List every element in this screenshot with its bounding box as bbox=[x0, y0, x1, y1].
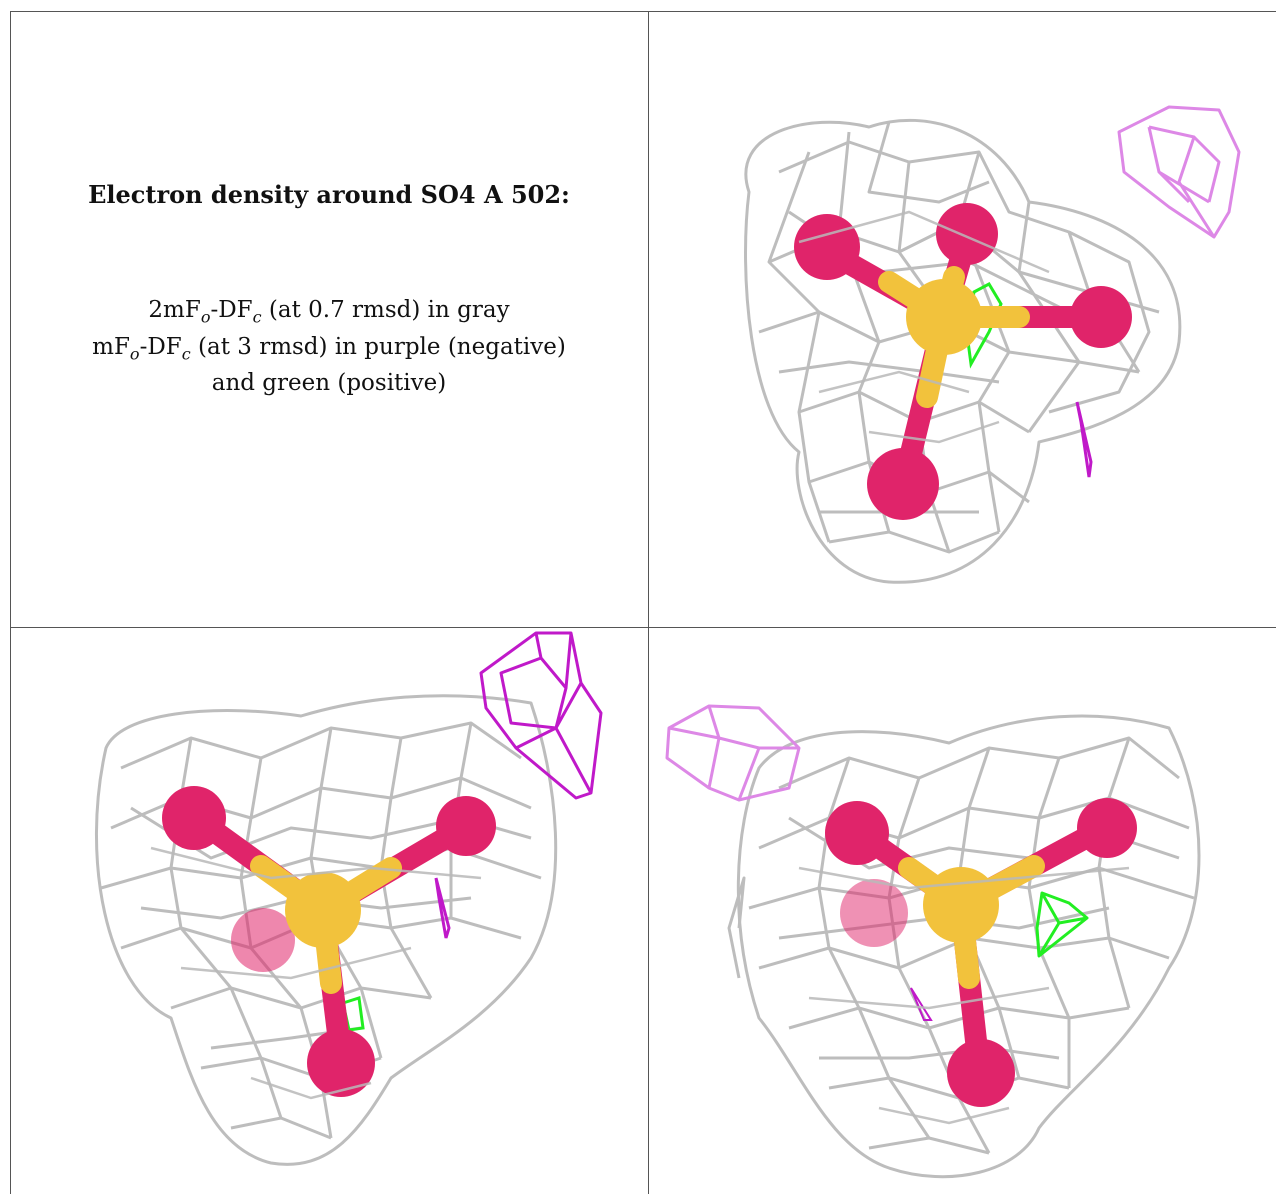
legend-title: Electron density around SO4 A 502: bbox=[88, 180, 570, 209]
density-render bbox=[665, 704, 1201, 1179]
negative-density-small bbox=[910, 987, 933, 1021]
oxygen-atom bbox=[867, 448, 939, 520]
negative-density-small bbox=[1075, 401, 1093, 478]
mesh-foreground bbox=[798, 866, 1130, 1125]
oxygen-atom bbox=[307, 1029, 375, 1097]
positive-density bbox=[1035, 891, 1089, 958]
view-top-right bbox=[649, 12, 1276, 626]
legend-line-colors: and green (positive) bbox=[211, 370, 447, 396]
negative-density-small bbox=[434, 877, 451, 939]
oxygen-atom bbox=[947, 1039, 1015, 1107]
oxygen-atom bbox=[794, 214, 860, 280]
negative-density-light bbox=[665, 704, 801, 802]
oxygen-atom bbox=[162, 786, 226, 850]
legend-panel: Electron density around SO4 A 502: 2mFo-… bbox=[10, 12, 648, 626]
oxygen-atom bbox=[436, 796, 496, 856]
panel-divider-vertical bbox=[648, 11, 649, 1194]
view-bottom-left bbox=[11, 628, 648, 1194]
mesh-foreground bbox=[798, 210, 1050, 444]
oxygen-atom bbox=[1077, 798, 1137, 858]
frame-left-border bbox=[10, 11, 11, 1194]
oxygen-atom bbox=[840, 879, 908, 947]
oxygen-atom bbox=[1070, 286, 1132, 348]
gray-density-mesh bbox=[744, 118, 1182, 584]
density-render bbox=[744, 105, 1241, 584]
sulfate-molecule bbox=[162, 786, 496, 1097]
view-bottom-right bbox=[649, 628, 1276, 1194]
oxygen-atom bbox=[231, 908, 295, 972]
density-render bbox=[95, 631, 603, 1166]
oxygen-atom bbox=[825, 801, 889, 865]
sulfur-atom bbox=[923, 867, 999, 943]
negative-density-light bbox=[1117, 105, 1241, 239]
panel-divider-horizontal bbox=[10, 627, 1276, 628]
legend-line-fo-fc: mFo-DFc (at 3 rmsd) in purple (negative) bbox=[92, 334, 566, 364]
negative-density-dark bbox=[479, 631, 603, 800]
frame-top-border bbox=[10, 11, 1276, 12]
sulfate-molecule bbox=[825, 798, 1137, 1107]
sulfur-atom bbox=[906, 279, 982, 355]
oxygen-atom bbox=[936, 203, 998, 265]
mesh-foreground bbox=[150, 846, 482, 1100]
legend-line-2fo-fc: 2mFo-DFc (at 0.7 rmsd) in gray bbox=[148, 297, 510, 327]
sulfur-atom bbox=[285, 872, 361, 948]
